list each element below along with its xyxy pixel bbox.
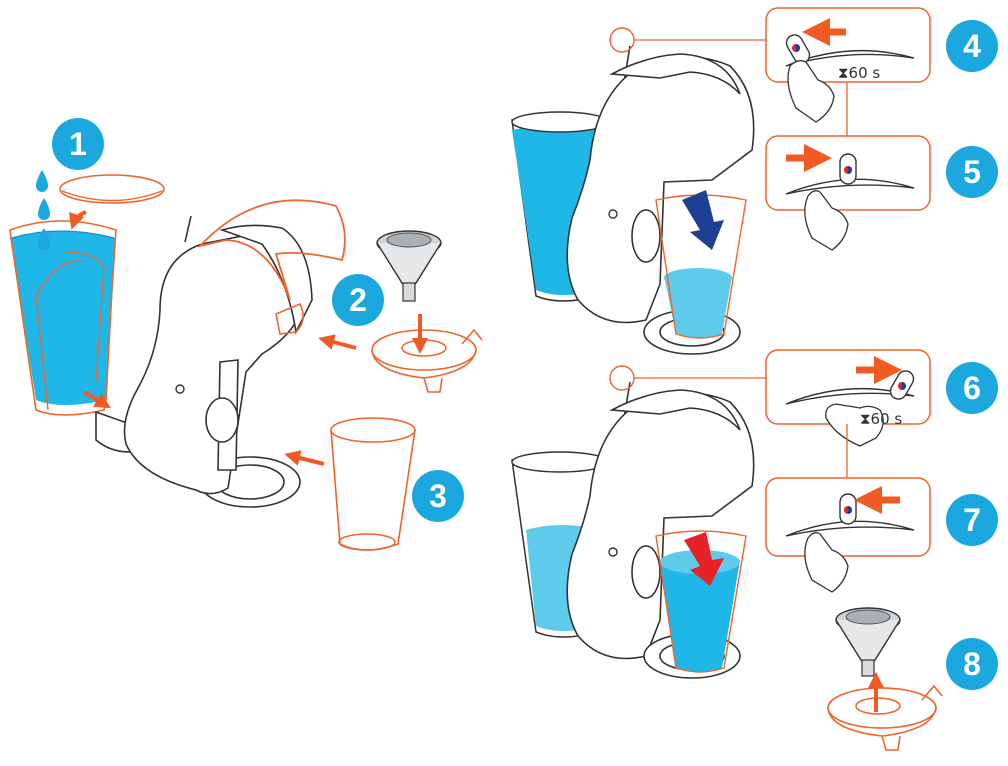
- down-arrow-red: [684, 532, 724, 586]
- hand-step7: [804, 532, 849, 593]
- lever-step5: [785, 178, 915, 195]
- lever-step4: [785, 49, 915, 67]
- coffee-machine: [95, 215, 313, 508]
- timer-step6: ⧗60 s: [860, 410, 902, 428]
- lever-step7: [785, 520, 915, 537]
- capsule-step8: [835, 607, 901, 677]
- capsule-holder: [371, 328, 483, 393]
- step-badge-1: 1: [52, 118, 104, 170]
- step-badge-7: 7: [946, 494, 998, 546]
- down-arrow-blue: [682, 190, 724, 250]
- hourglass-icon: ⧗: [838, 64, 849, 82]
- cup-insert-arrow: [284, 450, 325, 466]
- machine-button-bottom: [608, 547, 618, 557]
- lid-arrow: [68, 210, 87, 230]
- water-drops: [36, 170, 50, 250]
- timer-step4: ⧗60 s: [838, 64, 880, 82]
- lever-knob-7: [839, 493, 857, 525]
- water-tank-lid: [59, 174, 165, 204]
- cup-top-machine: [655, 194, 747, 339]
- hand-step6: [825, 403, 884, 447]
- callout-circle-4: [609, 27, 635, 53]
- step-badge-8: 8: [946, 638, 998, 690]
- water-tank: [9, 220, 117, 416]
- callout-circle-6: [609, 365, 635, 391]
- machine-lid-outline: [197, 199, 346, 301]
- hand-step5: [804, 190, 849, 251]
- tank-insert-arrow: [82, 390, 111, 409]
- capsule-holder-step8: [827, 684, 943, 751]
- hand-step4: [787, 60, 835, 123]
- lever-knob-5: [839, 153, 857, 185]
- machine-button-top: [608, 209, 618, 219]
- hourglass-icon: ⧗: [860, 410, 871, 428]
- cup: [330, 417, 416, 551]
- machine-button: [175, 384, 185, 394]
- holder-insert-arrow: [318, 334, 357, 350]
- step-badge-4: 4: [946, 20, 998, 72]
- lever-knob-4: [785, 34, 811, 64]
- capsule: [376, 230, 442, 302]
- step-badge-5: 5: [946, 146, 998, 198]
- step-badge-6: 6: [946, 362, 998, 414]
- capsule-holder-outline: [275, 302, 304, 335]
- step-badge-2: 2: [332, 274, 384, 326]
- step-badge-3: 3: [412, 470, 464, 522]
- lever-step6: [785, 387, 915, 405]
